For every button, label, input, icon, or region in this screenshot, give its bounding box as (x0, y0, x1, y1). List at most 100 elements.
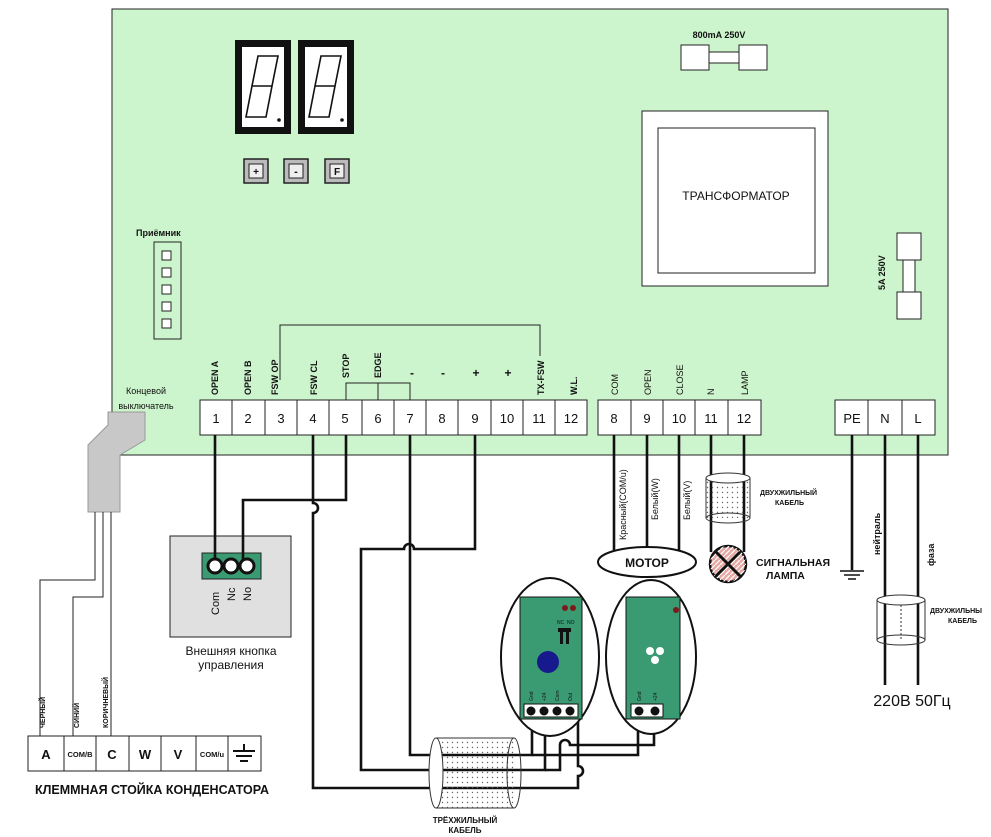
plus-button-label: + (253, 167, 259, 178)
motor-wire-white-v: Белый(V) (682, 481, 692, 520)
capacitor-terminal-strip: A COM/B C W V COM/u (27, 735, 262, 772)
mains-label: 220В 50Гц (873, 693, 950, 710)
receiver-connector (153, 241, 182, 340)
wire-label-brown: КОРИЧНЕВЫЙ (101, 677, 110, 728)
bridge-line (279, 324, 541, 380)
terminal-block-control: 1 2 3 4 5 6 7 8 9 10 11 12 (199, 399, 588, 436)
terminal-label-4: FSW CL (309, 360, 319, 395)
fuse-side (896, 232, 922, 320)
terminal-number-6: 6 (374, 411, 381, 426)
seven-segment-display-1 (235, 40, 291, 134)
tx-pin-out: Out (568, 692, 574, 701)
terminal-number-3: 3 (277, 411, 284, 426)
three-core-cable (428, 737, 522, 809)
motor-label-lamp: LAMP (740, 370, 750, 395)
function-button[interactable]: F (324, 158, 350, 184)
wire-black (39, 512, 96, 736)
cap-term-w: W (139, 747, 152, 762)
power-label-l: L (914, 411, 921, 426)
wire-plus (359, 435, 547, 772)
ext-pin-com: Com (210, 592, 222, 615)
terminal-number-1: 1 (212, 411, 219, 426)
photocell-transmitter (500, 577, 600, 737)
capacitor-caption: КЛЕММНАЯ СТОЙКА КОНДЕНСАТОРА (35, 782, 269, 797)
function-button-label: F (334, 167, 340, 178)
terminal-number-11: 11 (532, 411, 546, 426)
seven-segment-display-2 (298, 40, 354, 134)
cap-term-comu: COM/u (200, 750, 225, 759)
transformer-label: ТРАНСФОРМАТОР (682, 189, 789, 203)
ext-pin-nc: Nc (226, 587, 238, 601)
terminal-label-1: OPEN A (210, 360, 220, 395)
tx-nc-label: NC (557, 620, 565, 626)
motor-wire-white-w: Белый(W) (650, 478, 660, 520)
terminal-label-5: STOP (341, 354, 351, 378)
plus-button[interactable]: + (243, 158, 269, 184)
power-label-n: N (880, 411, 889, 426)
tx-pin-com: Com (555, 690, 561, 701)
motor-label: МОТОР (625, 556, 669, 570)
terminal-label-3: FSW OP (270, 360, 280, 396)
limit-switch-label-1: Концевой (126, 386, 166, 396)
terminal-label-2: OPEN B (243, 360, 253, 395)
terminal-number-12: 12 (564, 411, 578, 426)
terminal-number-9: 9 (471, 411, 478, 426)
terminal-number-10: 10 (500, 411, 514, 426)
motor-wire-red: Красный(COM/u) (618, 469, 628, 540)
signal-lamp-icon (708, 544, 748, 584)
three-core-cable-label-2: КАБЕЛЬ (448, 826, 481, 835)
phase-label: фаза (926, 543, 936, 566)
fuse-top-label: 800mA 250V (693, 30, 746, 40)
terminal-number-4: 4 (309, 411, 316, 426)
wire-24v-rx (545, 716, 656, 772)
wire-label-blue: СИНИЙ (72, 703, 81, 728)
minus-button-label: - (294, 166, 298, 178)
two-core-cable-power (876, 594, 926, 646)
wire-stop (241, 435, 348, 560)
cap-term-v: V (174, 747, 183, 762)
fuse-side-label: 5A 250V (877, 255, 887, 290)
motor (597, 546, 697, 578)
terminal-number-7: 7 (406, 411, 413, 426)
terminal-label-10: + (504, 366, 511, 380)
rx-pin-24: +24 (653, 692, 659, 701)
power-label-pe: PE (843, 411, 861, 426)
terminal-label-11: TX-FSW (536, 360, 546, 395)
tx-no-label: NO (567, 620, 575, 626)
fuse-top (680, 44, 768, 71)
lamp-label-1: СИГНАЛЬНАЯ (756, 557, 830, 569)
tx-pin-24: +24 (542, 692, 548, 701)
lamp-label-2: ЛАМПА (766, 570, 805, 582)
motor-label-open: OPEN (643, 369, 653, 395)
motor-number-11: 11 (704, 411, 718, 426)
terminal-label-9: + (472, 366, 479, 380)
stop-edge-bridge (345, 382, 411, 400)
minus-button[interactable]: - (283, 158, 309, 184)
cap-term-a: A (41, 747, 51, 762)
earth-ground-icon (840, 570, 864, 580)
motor-label-close: CLOSE (675, 364, 685, 395)
power-cable-label-1: ДВУХЖИЛЬНЫ (930, 608, 982, 615)
lamp-cable-label-1: ДВУХЖИЛЬНЫЙ (760, 488, 817, 497)
terminal-number-8: 8 (438, 411, 445, 426)
motor-label-com: COM (610, 374, 620, 395)
rx-pin-gnd: Gnd (637, 691, 643, 701)
tx-pin-gnd: Gnd (529, 691, 535, 701)
receiver-label: Приёмник (136, 228, 181, 238)
terminal-block-motor: 8 9 10 11 12 (597, 399, 762, 436)
cap-term-comb: COM/B (68, 750, 94, 759)
terminal-label-6: EDGE (373, 352, 383, 378)
cap-term-c: C (107, 747, 117, 762)
ext-button-caption-1: Внешняя кнопка (185, 644, 276, 658)
neutral-label: нейтраль (872, 512, 882, 555)
limit-switch (87, 411, 146, 513)
two-core-cable-lamp (705, 472, 751, 524)
ext-button-connector (201, 552, 262, 580)
ext-pin-no: No (242, 587, 254, 601)
terminal-block-power: PE N L (834, 399, 936, 436)
terminal-label-12: W.L. (569, 377, 579, 396)
motor-number-12: 12 (737, 411, 751, 426)
power-cable-label-2: КАБЕЛЬ (948, 618, 977, 625)
transformer (641, 110, 829, 287)
three-core-cable-label-1: ТРЁХЖИЛЬНЫЙ (433, 816, 498, 825)
